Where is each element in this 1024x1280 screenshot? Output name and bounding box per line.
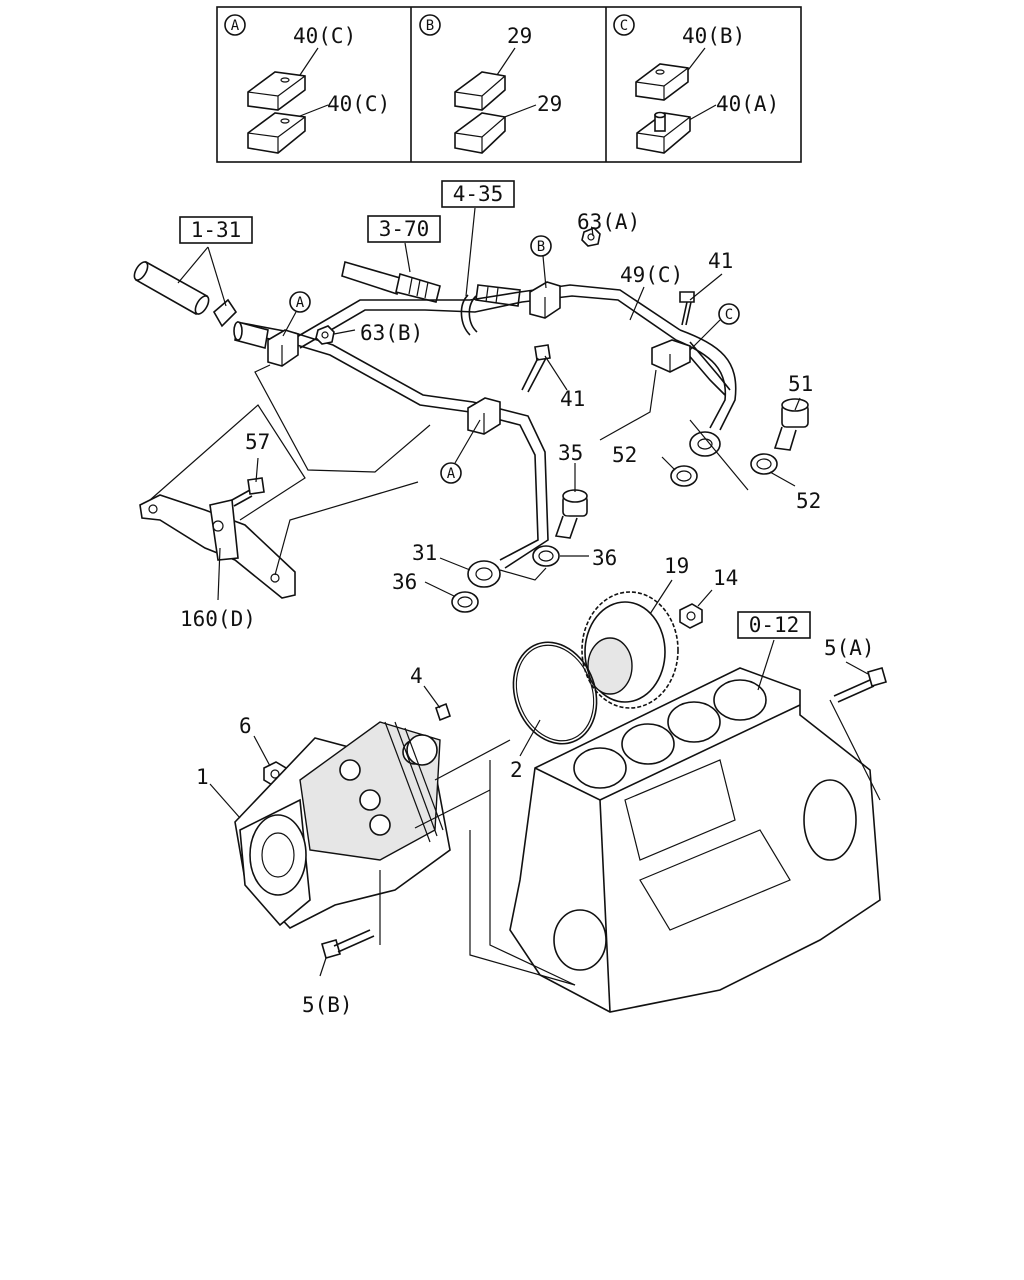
label-41-mid: 41	[560, 387, 585, 411]
label-63a: 63(A)	[577, 210, 640, 234]
gear-19-icon	[581, 591, 679, 709]
label-14: 14	[713, 566, 738, 590]
o-ring-2-icon	[512, 641, 598, 745]
svg-text:C: C	[725, 307, 733, 323]
callout-box-b: B 29 29	[419, 14, 562, 154]
washer-52-left-icon	[670, 465, 698, 487]
bracket-160d-icon	[139, 494, 296, 599]
label-36-left: 36	[392, 570, 417, 594]
cylinder-block-icon	[509, 667, 881, 1013]
ref-box-0-12: 0-12	[749, 613, 800, 637]
plug-35-icon	[554, 489, 588, 539]
eye-fitting-52-icon	[689, 431, 721, 457]
label-52-left: 52	[612, 443, 637, 467]
callout-a-top-label: 40(C)	[293, 24, 356, 48]
label-19: 19	[664, 554, 689, 578]
plug-51-icon	[773, 398, 809, 451]
callout-a-marker: A	[231, 18, 240, 34]
label-41-top: 41	[708, 249, 733, 273]
nut-63b-icon	[315, 325, 335, 345]
marker-c: C	[689, 303, 740, 351]
pipe-3-70-icon	[341, 242, 441, 303]
nut-63a-icon	[581, 227, 601, 247]
label-31: 31	[412, 541, 437, 565]
label-160d: 160(D)	[180, 607, 256, 631]
callout-c-top-label: 40(B)	[682, 24, 745, 48]
diagram-circle-markers: A A A B C	[282, 235, 740, 484]
washer-52-right-icon	[750, 453, 778, 475]
clamp-c-icon	[651, 339, 691, 373]
clamp-a-upper-icon	[267, 329, 299, 367]
clip-40b-icon	[635, 63, 689, 101]
label-51: 51	[788, 372, 813, 396]
bolt-41-mid-icon	[521, 344, 551, 393]
callout-b-marker: B	[426, 18, 434, 34]
ref-box-1-31: 1-31	[191, 218, 242, 242]
part-labels: 63(A) 63(B) 49(C) 41 41 51 52 52 35 57 3…	[180, 210, 875, 1017]
clip-40c-lower-icon	[247, 112, 306, 154]
injection-pump-1-icon	[234, 721, 451, 929]
label-49c: 49(C)	[620, 263, 683, 287]
label-52-right: 52	[796, 489, 821, 513]
svg-text:A: A	[296, 295, 305, 311]
label-5b: 5(B)	[302, 993, 353, 1017]
label-57: 57	[245, 430, 270, 454]
label-35: 35	[558, 441, 583, 465]
pipe-4-35-icon	[460, 207, 521, 336]
callout-b-bottom-label: 29	[537, 92, 562, 116]
eye-fitting-31-icon	[467, 560, 501, 588]
label-4: 4	[410, 664, 423, 688]
svg-text:A: A	[447, 466, 456, 482]
ref-box-4-35: 4-35	[453, 182, 504, 206]
clip-29-lower-icon	[454, 112, 506, 154]
clamp-b-icon	[529, 281, 561, 319]
label-63b: 63(B)	[360, 321, 423, 345]
marker-b: B	[530, 235, 552, 289]
fuel-pipe-assembly	[133, 207, 737, 588]
label-1: 1	[196, 765, 209, 789]
label-5a: 5(A)	[824, 636, 875, 660]
callout-box-a: A 40(C) 40(C)	[224, 14, 390, 154]
callout-c-bottom-label: 40(A)	[716, 92, 779, 116]
clamp-a-lower-icon	[467, 397, 501, 435]
clip-29-upper-icon	[454, 71, 506, 111]
label-36-right: 36	[592, 546, 617, 570]
clip-40c-upper-icon	[247, 71, 306, 111]
hose-1-31-icon	[133, 246, 238, 328]
callout-c-marker: C	[620, 18, 628, 34]
label-2: 2	[510, 758, 523, 782]
reference-boxes: 1-31 3-70 4-35 0-12	[179, 180, 811, 639]
bolt-41-top-icon	[679, 291, 695, 326]
washer-36-right-icon	[532, 545, 560, 567]
callout-b-top-label: 29	[507, 24, 532, 48]
marker-a-upper: A	[282, 291, 311, 337]
bolt-5a-icon	[833, 667, 887, 703]
ref-box-3-70: 3-70	[379, 217, 430, 241]
marker-a-lower: A	[440, 419, 481, 484]
callout-table: A 40(C) 40(C) B 29 29	[216, 6, 802, 163]
bolt-5b-icon	[321, 929, 375, 959]
washer-36-left-icon	[451, 591, 479, 613]
callout-a-bottom-label: 40(C)	[327, 92, 390, 116]
leader-lines	[149, 227, 881, 986]
clip-40a-icon	[636, 111, 691, 154]
callout-box-c: C 40(B) 40(A)	[613, 14, 779, 154]
bolt-57-icon	[231, 477, 265, 507]
svg-text:B: B	[537, 239, 545, 255]
nut-14-icon	[679, 603, 703, 629]
label-6: 6	[239, 714, 252, 738]
